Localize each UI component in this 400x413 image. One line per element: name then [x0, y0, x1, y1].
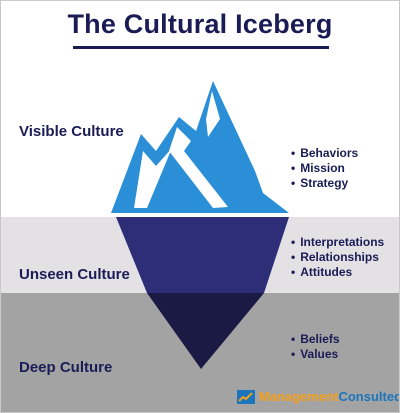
- logo-text-management: Management: [259, 389, 339, 404]
- list-item: Behaviors: [291, 146, 358, 161]
- management-consulted-logo: Management Consulted: [237, 389, 400, 404]
- logo-text-consulted: Consulted: [338, 389, 400, 404]
- iceberg-snow-left: [134, 148, 172, 208]
- iceberg-unseen-section: [116, 217, 289, 293]
- list-item: Attitudes: [291, 265, 384, 280]
- iceberg-snow-right: [206, 91, 220, 137]
- deep-culture-list: Beliefs Values: [291, 332, 340, 362]
- list-item: Mission: [291, 161, 358, 176]
- visible-culture-list: Behaviors Mission Strategy: [291, 146, 358, 191]
- unseen-culture-label: Unseen Culture: [19, 266, 130, 283]
- list-item: Strategy: [291, 176, 358, 191]
- list-item: Beliefs: [291, 332, 339, 347]
- list-item: Interpretations: [291, 235, 384, 250]
- deep-culture-label: Deep Culture: [19, 359, 113, 376]
- list-item: Values: [291, 347, 340, 362]
- visible-culture-label: Visible Culture: [19, 123, 124, 140]
- page-title: The Cultural Iceberg: [67, 9, 333, 39]
- chart-logo-icon: [237, 389, 255, 404]
- iceberg-deep-section: [147, 293, 264, 369]
- unseen-culture-list: Interpretations Relationships Attitudes: [291, 235, 384, 280]
- title-underline: [73, 46, 329, 49]
- list-item: Relationships: [291, 250, 384, 265]
- iceberg-snow-center: [169, 127, 228, 208]
